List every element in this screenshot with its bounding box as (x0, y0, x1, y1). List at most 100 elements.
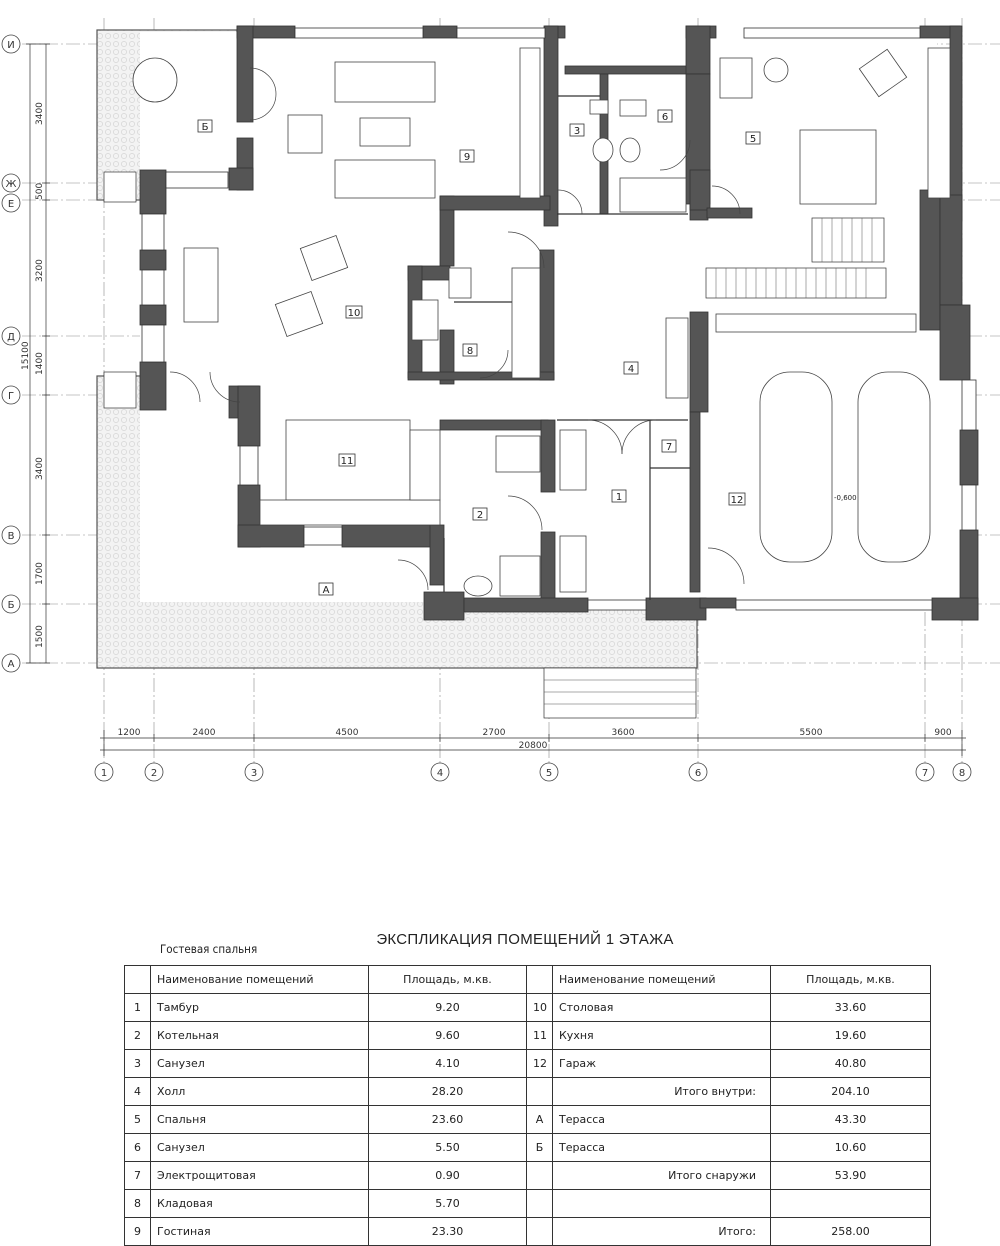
table-cell: 12 (526, 1049, 553, 1078)
room-tag: 5 (750, 134, 756, 145)
room-tag: 12 (731, 495, 744, 506)
table-cell (526, 1077, 553, 1106)
left-dimensions (26, 43, 50, 664)
room-tag: 4 (628, 364, 634, 375)
dim-value: 1500 (35, 625, 45, 648)
header-cell (526, 965, 553, 994)
axis-label: 5 (546, 768, 552, 779)
header-cell: Площадь, м.кв. (368, 965, 527, 994)
table-cell: Санузел (150, 1133, 369, 1162)
stair-treads (544, 218, 873, 705)
table-cell: Холл (150, 1077, 369, 1106)
table-row: 9 Гостиная 23.30 Итого: 258.00 (124, 1217, 931, 1246)
axis-label: Ж (6, 179, 17, 190)
table-row: 2 Котельная 9.60 11 Кухня 19.60 (124, 1021, 931, 1050)
table-cell: Итого внутри: (552, 1077, 771, 1106)
table-cell: 28.20 (368, 1077, 527, 1106)
header-cell (124, 965, 151, 994)
table-cell: 4.10 (368, 1049, 527, 1078)
table-cell: 5 (124, 1105, 151, 1134)
table-cell: А (526, 1105, 553, 1134)
axis-label: И (7, 40, 14, 51)
table-row: 3 Санузел 4.10 12 Гараж 40.80 (124, 1049, 931, 1078)
axis-label: Г (8, 391, 14, 402)
room-tag: Б (202, 122, 209, 133)
partitions (443, 95, 690, 600)
furniture (132, 47, 951, 597)
table-cell: Терасса (552, 1133, 771, 1162)
table-cell: 53.90 (770, 1161, 931, 1190)
table-cell (526, 1217, 553, 1246)
header-cell: Площадь, м.кв. (770, 965, 931, 994)
table-cell: 23.30 (368, 1217, 527, 1246)
header-cell: Наименование помещений (552, 965, 771, 994)
axis-label: 1 (101, 768, 107, 779)
dim-value: 3400 (35, 457, 45, 480)
axis-label: 8 (959, 768, 965, 779)
table-cell: 3 (124, 1049, 151, 1078)
table-cell: Тамбур (150, 993, 369, 1022)
axis-label: А (8, 659, 15, 670)
table-cell: 1 (124, 993, 151, 1022)
table-cell: Котельная (150, 1021, 369, 1050)
table-cell: 204.10 (770, 1077, 931, 1106)
table-cell: 23.60 (368, 1105, 527, 1134)
table-cell: 9.60 (368, 1021, 527, 1050)
table-cell: Гостиная (150, 1217, 369, 1246)
row-axis-markers: И Ж Е Д Г В Б А (1, 34, 21, 673)
axis-label: 6 (695, 768, 701, 779)
table-cell: 11 (526, 1021, 553, 1050)
table-cell: 9 (124, 1217, 151, 1246)
axis-label: В (8, 531, 15, 542)
room-tags: Б 9 3 6 5 10 8 4 11 2 7 1 12 А (197, 109, 761, 596)
table-cell: Итого: (552, 1217, 771, 1246)
room-tag: 9 (464, 152, 470, 163)
column-axis-markers: 1 2 3 4 5 6 7 8 (94, 762, 972, 782)
table-row: 8 Кладовая 5.70 (124, 1189, 931, 1218)
garage-level-label: -0,600 (834, 494, 857, 502)
walls (139, 25, 979, 621)
axis-label: Д (7, 332, 15, 343)
header-cell: Наименование помещений (150, 965, 369, 994)
table-cell: 0.90 (368, 1161, 527, 1190)
floor-plan: Б 9 3 6 5 10 8 4 11 2 7 1 12 А -0,600 (1, 18, 1000, 782)
dim-total: 15100 (21, 341, 31, 370)
room-tag: 11 (341, 456, 354, 467)
table-cell: Гараж (552, 1049, 771, 1078)
windows (141, 27, 977, 611)
table-cell: 258.00 (770, 1217, 931, 1246)
table-row: 7 Электрощитовая 0.90 Итого снаружи 53.9… (124, 1161, 931, 1190)
table-cell: Санузел (150, 1049, 369, 1078)
table-cell: 5.50 (368, 1133, 527, 1162)
dim-value: 3400 (35, 102, 45, 125)
legend-title: ЭКСПЛИКАЦИЯ ПОМЕЩЕНИЙ 1 ЭТАЖА (376, 931, 674, 948)
room-tag: 1 (616, 492, 622, 503)
table-cell: Спальня (150, 1105, 369, 1134)
bottom-dimension-values: 1200 2400 4500 2700 3600 5500 900 20800 (118, 728, 952, 751)
dim-value: 2700 (483, 728, 506, 738)
dim-value: 1700 (35, 562, 45, 585)
dim-value: 2400 (193, 728, 216, 738)
room-tag: 10 (348, 308, 361, 319)
axis-label: 3 (251, 768, 257, 779)
axis-label: 2 (151, 768, 157, 779)
table-cell: 10 (526, 993, 553, 1022)
table-cell: 9.20 (368, 993, 527, 1022)
table-row: 4 Холл 28.20 Итого внутри: 204.10 (124, 1077, 931, 1106)
table-cell: 6 (124, 1133, 151, 1162)
room-legend-table: Наименование помещений Площадь, м.кв. На… (124, 965, 931, 1246)
table-cell: Итого снаружи (552, 1161, 771, 1190)
table-cell: 10.60 (770, 1133, 931, 1162)
table-header-row: Наименование помещений Площадь, м.кв. На… (124, 965, 931, 994)
dim-value: 5500 (800, 728, 823, 738)
dim-value: 3200 (35, 259, 45, 282)
dim-value: 4500 (336, 728, 359, 738)
table-cell: Б (526, 1133, 553, 1162)
table-cell (526, 1189, 553, 1218)
guest-bedroom-note: Гостевая спальня (160, 942, 258, 956)
table-cell: 43.30 (770, 1105, 931, 1134)
table-cell: 8 (124, 1189, 151, 1218)
room-tag: 7 (666, 442, 672, 453)
table-row: 1 Тамбур 9.20 10 Столовая 33.60 (124, 993, 931, 1022)
table-row: 6 Санузел 5.50 Б Терасса 10.60 (124, 1133, 931, 1162)
